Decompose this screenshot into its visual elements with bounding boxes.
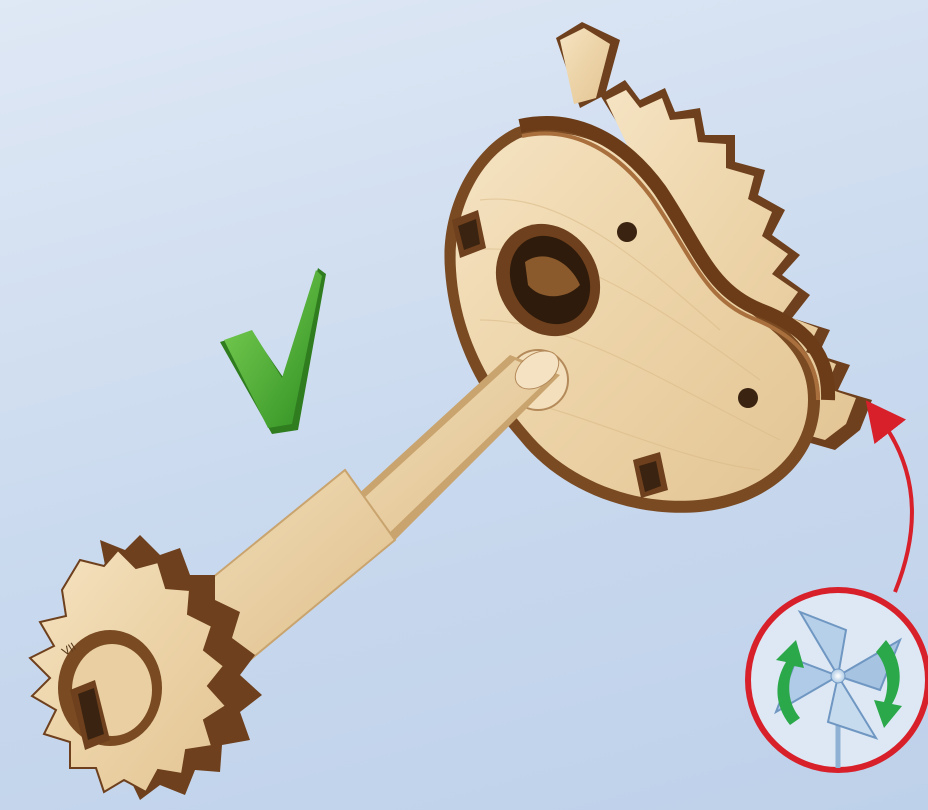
housing-plate bbox=[444, 122, 828, 513]
callout-arrow bbox=[878, 416, 912, 592]
check-mark-icon bbox=[220, 268, 326, 434]
callout-circle bbox=[748, 590, 928, 770]
shaft bbox=[185, 343, 566, 660]
